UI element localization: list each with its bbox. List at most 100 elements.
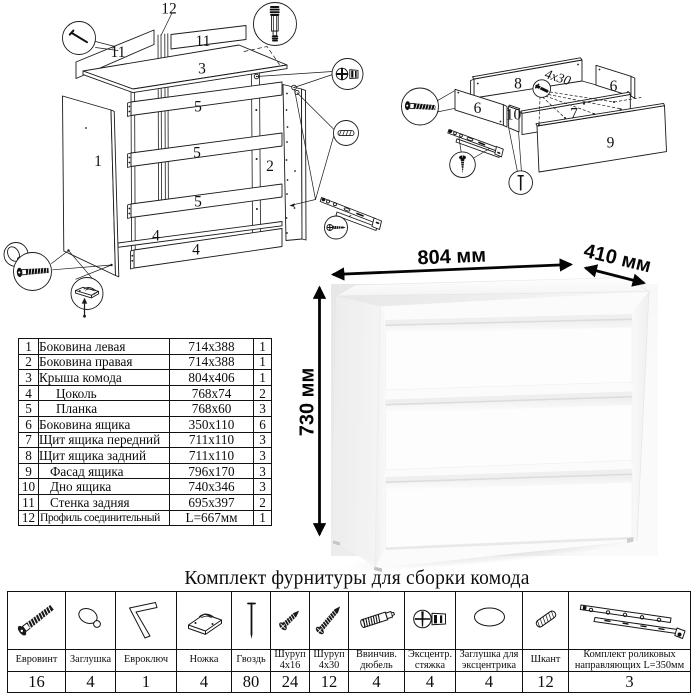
hardware-icon-cell: [65, 591, 116, 650]
frame-label-rail-2: 5: [193, 145, 201, 162]
euro-screw-callout: [13, 252, 52, 291]
frame-label-plinth-front: 4: [192, 242, 200, 259]
hardware-icon-cell: [176, 591, 232, 650]
chest-drawer-2: [385, 391, 633, 471]
hardware-name: Шкант: [522, 649, 569, 672]
part-size: L=667мм: [169, 509, 254, 527]
part-qty: 3: [253, 447, 272, 464]
side-panel-right: [282, 84, 307, 241]
drawer-back-panel: [470, 57, 583, 101]
part-number: 8: [18, 447, 39, 464]
part-size: 711x110: [169, 431, 254, 449]
part-name: Фасад ящика: [38, 462, 170, 480]
part-size: 714x388: [169, 353, 254, 371]
hardware-qty: 12: [309, 671, 349, 693]
part-number: 10: [18, 478, 39, 495]
chest-left-side: [332, 296, 380, 567]
part-qty: 1: [253, 353, 272, 371]
depth-dimension-label: 410 мм: [582, 240, 654, 277]
hardware-name: Евровинт: [7, 649, 66, 672]
hardware-name: Евроключ: [115, 649, 177, 672]
screw-4x30-callout: [532, 79, 552, 98]
part-qty: 3: [253, 400, 272, 417]
cam-lock-icon: [412, 609, 446, 629]
hardware-qty: 80: [231, 671, 271, 693]
hardware-qty: 4: [65, 671, 116, 693]
chest-drawer-3: [385, 469, 633, 548]
drawer-slide-screw-callout: [449, 151, 476, 178]
screw-4x30-icon: [315, 606, 340, 635]
plinth-front: [130, 228, 283, 270]
part-size: 768x60: [169, 400, 254, 417]
part-qty: 2: [253, 384, 272, 402]
depth-arrow: [583, 264, 646, 287]
rail-plank-2: [127, 132, 283, 168]
hardware-name: Гвоздь: [231, 649, 271, 672]
drawer-assembly-diagram: 6 6 7 8 9 10 4x30: [401, 57, 667, 195]
part-size: 796x170: [169, 462, 254, 480]
rail-plank-3: [127, 183, 283, 219]
part-number: 12: [18, 509, 39, 527]
nail-icon: [246, 602, 256, 639]
foot-icon: [187, 613, 222, 635]
wooden-dowel-icon: [535, 610, 556, 629]
roller-slides-icon: [579, 604, 685, 639]
hardware-name: Шуруп 4x30: [309, 649, 349, 672]
back-wall-right-panel: [170, 25, 247, 50]
part-size: 714x388: [169, 338, 254, 355]
drawer-slide-rail-2: [447, 129, 504, 158]
hardware-icons-row: [7, 591, 691, 650]
part-number: 11: [18, 493, 39, 511]
part-number: 7: [18, 431, 39, 449]
part-name: Планка: [38, 400, 170, 417]
drawer-side-left: [454, 88, 508, 128]
hardware-qty: 3: [568, 671, 691, 693]
frame-assembly-diagram: 1 2 3 5 5 5 4 4 11 11 12: [3, 1, 382, 318]
drawer-label-bottom: 10: [506, 107, 522, 124]
chest-drawer-1: [385, 314, 633, 391]
hardware-qty: 4: [404, 671, 456, 693]
frame-label-side-right: 2: [266, 158, 274, 175]
part-number: 3: [18, 369, 39, 386]
width-dimension-label: 804 мм: [417, 245, 486, 270]
hardware-qty: 4: [348, 671, 405, 693]
drawer-label-side-right: 6: [610, 78, 618, 95]
hardware-name: Комплект роликовых направляющих L=350мм: [568, 649, 691, 672]
part-name: Боковина правая: [38, 353, 170, 371]
drawer-screw-note: 4x30: [543, 66, 573, 88]
frame-label-back-left: 11: [111, 44, 126, 61]
hardware-icon-cell: [348, 591, 405, 650]
part-qty: 3: [253, 478, 272, 495]
drawer-slide-rail: [319, 197, 382, 231]
part-size: 695x397: [169, 493, 254, 511]
side-panel-left: [62, 95, 120, 278]
hardware-qty: 4: [176, 671, 232, 693]
height-dimension-label: 730 мм: [297, 368, 319, 437]
hardware-qty: 24: [270, 671, 310, 693]
frame-label-profile: 12: [161, 1, 177, 18]
part-number: 2: [18, 353, 39, 371]
part-size: 804x406: [169, 369, 254, 386]
part-qty: 6: [253, 415, 272, 433]
part-size: 768x74: [169, 384, 254, 402]
hardware-name: Заглушка: [65, 649, 116, 672]
cam-lock-callout: [331, 58, 364, 90]
cam-cap-icon: [473, 607, 505, 627]
slide-screw-callout: [324, 215, 348, 240]
hardware-icon-cell: [115, 591, 177, 650]
hardware-icon-cell: [231, 591, 271, 650]
euro-screw-icon: [17, 605, 54, 636]
part-name: Стенка задняя: [38, 493, 170, 511]
part-number: 5: [18, 400, 39, 417]
hardware-name: Ввинчив. дюбель: [348, 649, 405, 672]
hardware-icon-cell: [270, 591, 310, 650]
